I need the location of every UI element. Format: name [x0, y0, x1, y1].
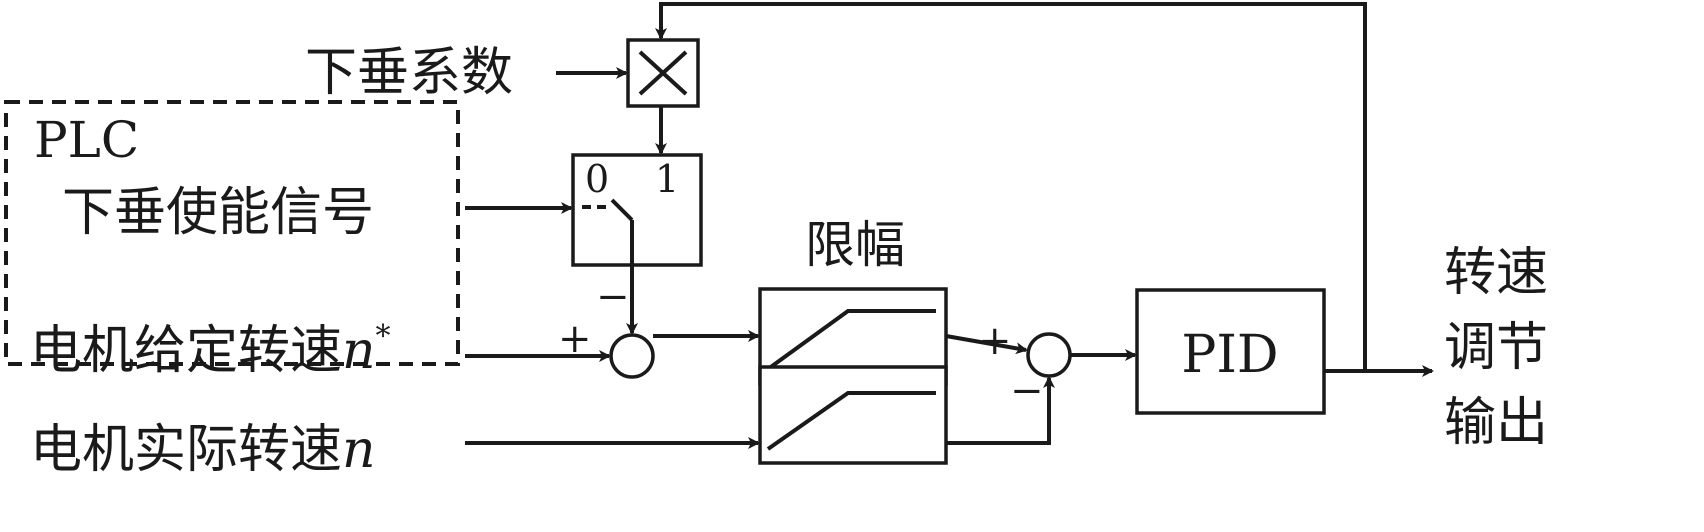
switch-block: 0 1 — [571, 153, 703, 272]
summing-junction-1 — [609, 333, 655, 379]
limiter-label: 限幅 — [805, 216, 905, 274]
limiter-block-2 — [758, 365, 948, 465]
droop-enable-signal-label: 下垂使能信号 — [62, 183, 374, 243]
multiplier-block — [626, 38, 700, 108]
feedback-to-multiplier-arrow — [655, 2, 1367, 371]
motor-given-speed-label: 电机给定转速n* — [30, 319, 391, 381]
switch-pos-0-label: 0 — [585, 157, 609, 201]
given-speed-superscript: * — [376, 319, 391, 354]
given-speed-symbol: n — [342, 321, 376, 381]
motor-actual-speed-label: 电机实际转速n — [30, 420, 376, 480]
output-label-line2: 调节 — [1444, 318, 1548, 378]
switch-pos-1-label: 1 — [655, 157, 679, 201]
actual-speed-symbol: n — [342, 420, 376, 480]
sum1-minus-sign: − — [596, 274, 630, 320]
plc-label: PLC — [34, 111, 139, 169]
limiter2-to-sum2-arrow — [946, 376, 1055, 445]
limiter1-to-sum2-arrow — [945, 334, 1028, 355]
output-label-line1: 转速 — [1444, 243, 1548, 303]
pid-label: PID — [1181, 325, 1278, 385]
plc-dashed-boundary — [4, 100, 460, 366]
sum2-minus-sign: − — [1010, 368, 1044, 414]
signal-connections — [465, 2, 1434, 449]
droop-coefficient-label: 下垂系数 — [305, 43, 513, 103]
pid-block: PID — [1135, 288, 1326, 415]
output-label-line3: 输出 — [1444, 393, 1548, 453]
